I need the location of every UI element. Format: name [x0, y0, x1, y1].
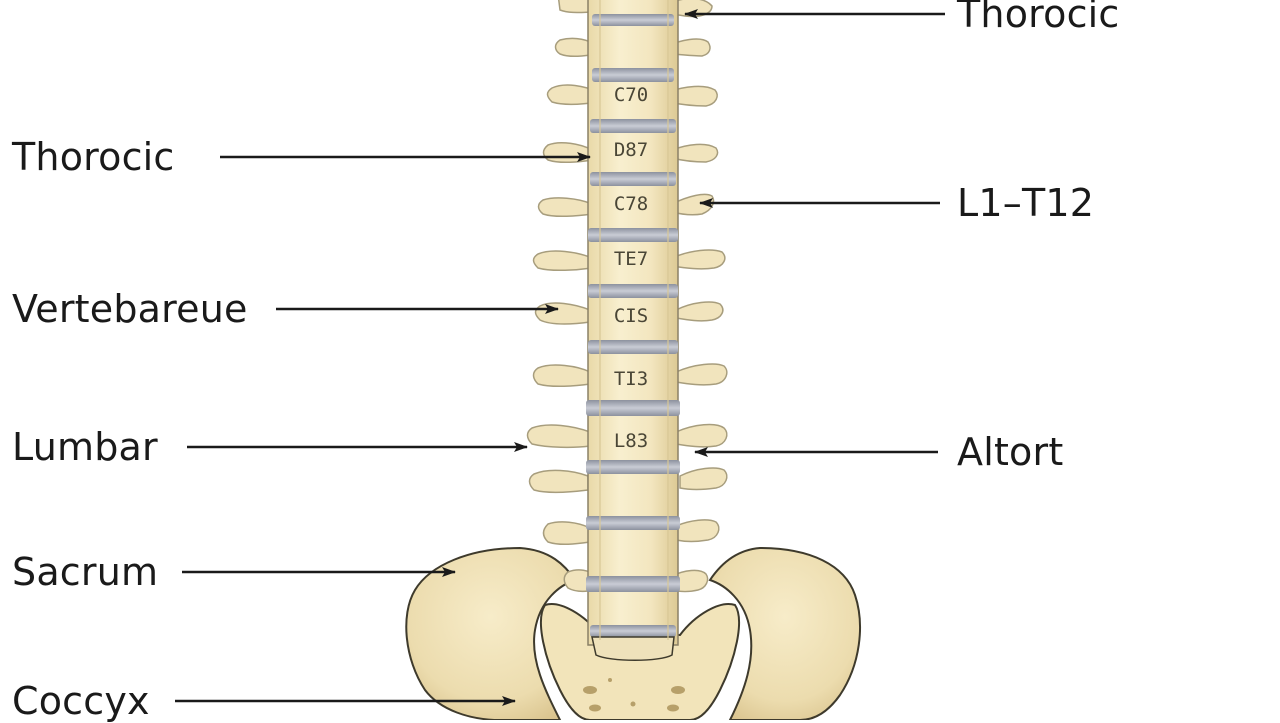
vertebra-label-2: D87 [614, 139, 648, 161]
pelvis [405, 546, 861, 720]
vertebra-label-3: C78 [614, 193, 648, 215]
vertebral-column: C70 D87 C78 TE7 CIS TI3 L83 [586, 0, 680, 661]
vertebra-label-7: L83 [614, 430, 648, 452]
label-coccyx: Coccyx [12, 679, 150, 723]
label-sacrum: Sacrum [12, 550, 159, 594]
vertebra-label-6: TI3 [614, 368, 648, 390]
label-thorocic-right: Thorocic [957, 0, 1120, 36]
vertebra-label-5: CIS [614, 305, 648, 327]
label-vertebareue: Vertebareue [12, 287, 248, 331]
transverse-processes [526, 0, 728, 593]
label-altort: Altort [957, 430, 1064, 474]
label-thorocic-left: Thorocic [12, 135, 175, 179]
vertebra-label-4: TE7 [614, 248, 648, 270]
label-l1-t12: L1–T12 [957, 181, 1095, 225]
leader-arrows [175, 9, 945, 706]
intervertebral-discs [586, 14, 680, 637]
label-lumbar: Lumbar [12, 425, 158, 469]
sacral-foramina [583, 678, 685, 712]
vertebra-label-1: C70 [614, 84, 648, 106]
